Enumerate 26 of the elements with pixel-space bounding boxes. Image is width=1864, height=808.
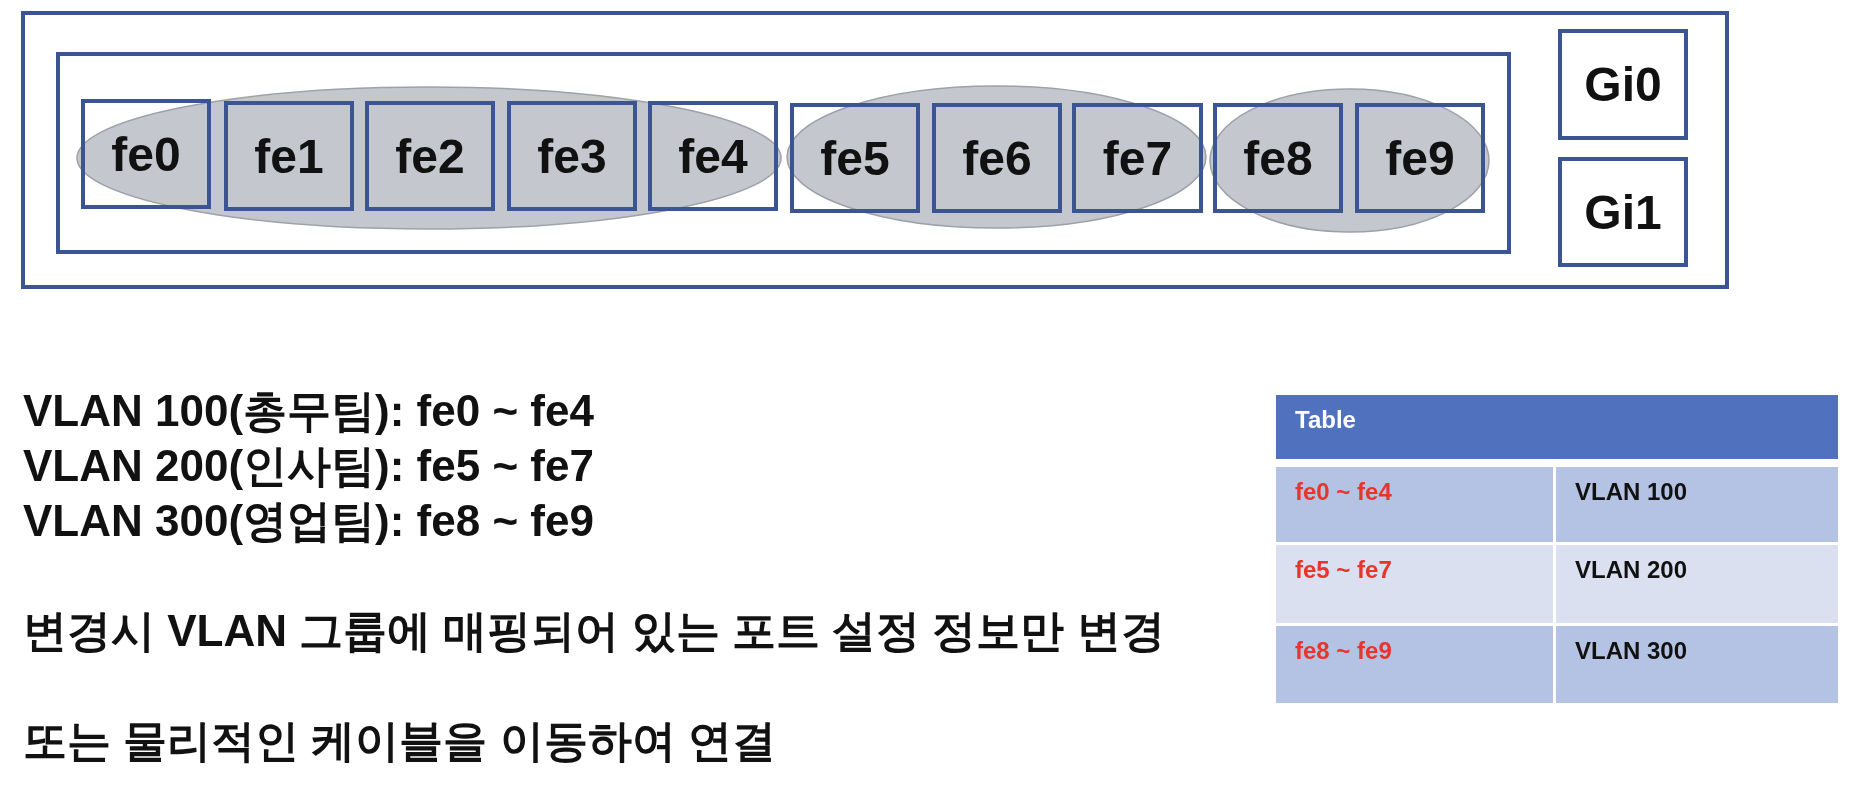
table-cell: VLAN 100 xyxy=(1556,467,1838,542)
table-cell: fe0 ~ fe4 xyxy=(1276,467,1553,542)
note-text: 또는 물리적인 케이블을 이동하여 연결 xyxy=(23,715,776,767)
table-cell: VLAN 300 xyxy=(1556,626,1838,703)
table-cell: fe8 ~ fe9 xyxy=(1276,626,1553,703)
vlan-assignment-text: VLAN 100(총무팀): fe0 ~ fe4 xyxy=(23,385,594,437)
port-box: fe6 xyxy=(932,103,1062,213)
vlan-assignment-text: VLAN 200(인사팀): fe5 ~ fe7 xyxy=(23,440,594,492)
port-box: fe2 xyxy=(365,101,495,211)
note-text: 변경시 VLAN 그룹에 매핑되어 있는 포트 설정 정보만 변경 xyxy=(23,605,1165,657)
table-cell: VLAN 200 xyxy=(1556,545,1838,623)
port-box: fe8 xyxy=(1213,103,1343,213)
port-box: fe7 xyxy=(1072,103,1203,213)
port-box: fe3 xyxy=(507,101,637,211)
table-cell: fe5 ~ fe7 xyxy=(1276,545,1553,623)
port-box: fe4 xyxy=(648,101,778,211)
port-box: Gi1 xyxy=(1558,157,1688,267)
port-box: fe0 xyxy=(81,99,211,209)
port-box: fe1 xyxy=(224,101,354,211)
table-header-cell: Table xyxy=(1276,395,1838,459)
switch-frame xyxy=(21,11,1729,289)
port-group-frame xyxy=(56,52,1511,254)
port-box: fe5 xyxy=(790,103,920,213)
port-box: Gi0 xyxy=(1558,29,1688,140)
vlan-assignment-text: VLAN 300(영업팀): fe8 ~ fe9 xyxy=(23,495,594,547)
port-box: fe9 xyxy=(1355,103,1485,213)
